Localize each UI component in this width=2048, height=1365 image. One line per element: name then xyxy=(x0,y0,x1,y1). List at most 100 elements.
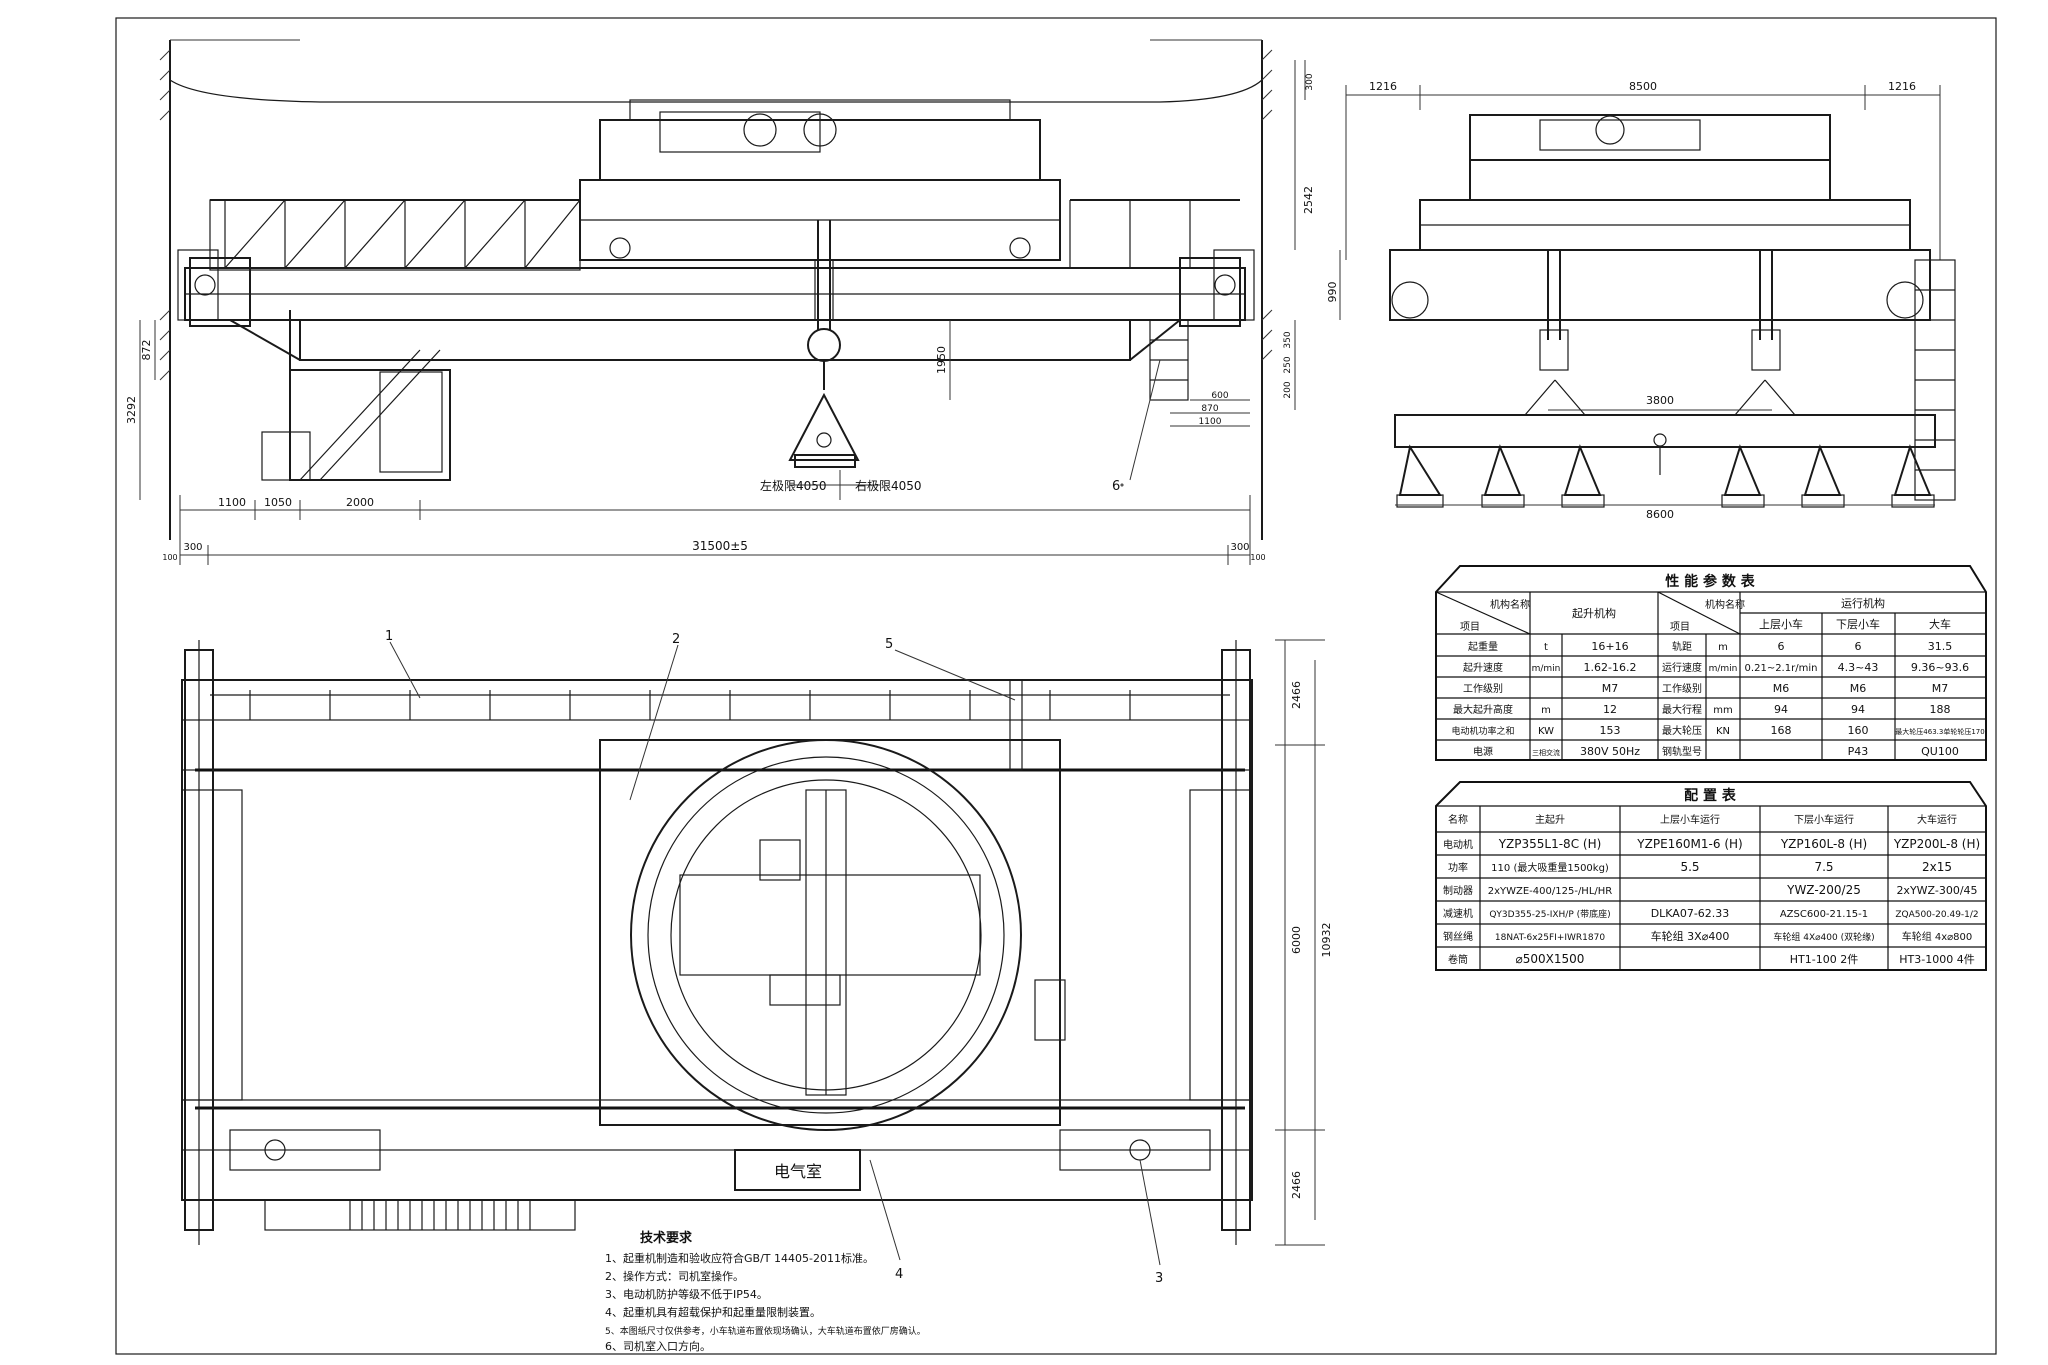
dim-870: 870 xyxy=(1201,404,1218,414)
perf-r1-v1: 1.62-16.2 xyxy=(1584,661,1637,674)
perf-r3-u2: mm xyxy=(1713,705,1732,716)
dim-side-3800: 3800 xyxy=(1646,394,1674,407)
dim-100-left: 100 xyxy=(162,553,177,562)
config-r0-c1: YZP355L1-8C (H) xyxy=(1498,837,1602,851)
dim-2542: 2542 xyxy=(1302,186,1315,214)
perf-r5-c: QU100 xyxy=(1921,745,1959,758)
config-title: 配 置 表 xyxy=(1684,787,1737,804)
perf-r3-c: 188 xyxy=(1930,703,1951,716)
perf-r4-a: 168 xyxy=(1771,724,1792,737)
config-r1-c2: 5.5 xyxy=(1680,860,1699,874)
tech-item-2: 2、操作方式：司机室操作。 xyxy=(605,1269,744,1283)
config-r3-c2: DLKA07-62.33 xyxy=(1651,907,1730,920)
perf-r0-c: 31.5 xyxy=(1928,640,1953,653)
performance-table: 性 能 参 数 表 机构名称 项目 起升机构 机构名称 项目 运行机构 上层小车… xyxy=(1435,565,1987,761)
perf-r4-c: 最大轮压463.3单轮轮压170 xyxy=(1895,727,1984,736)
config-r1-c1: 110 (最大吸重量1500kg) xyxy=(1491,861,1609,874)
perf-r2-b: M6 xyxy=(1850,682,1867,695)
perf-r1-u2: m/min xyxy=(1709,664,1738,674)
perf-r3-l1: 最大起升高度 xyxy=(1453,703,1513,716)
perf-r4-l2: 最大轮压 xyxy=(1662,724,1702,737)
perf-h-upper: 上层小车 xyxy=(1759,617,1803,631)
perf-r2-c: M7 xyxy=(1932,682,1949,695)
perf-h-bridge: 大车 xyxy=(1929,617,1951,631)
perf-r4-l1: 电动机功率之和 xyxy=(1451,725,1514,737)
perf-h-mech2: 机构名称 xyxy=(1705,598,1745,611)
dim-side-1216-left: 1216 xyxy=(1369,80,1397,93)
perf-r5-u1: 三相交流 xyxy=(1532,748,1560,757)
perf-r1-u1: m/min xyxy=(1532,664,1561,674)
dim-1050: 1050 xyxy=(264,496,292,509)
config-r0-c4: YZP200L-8 (H) xyxy=(1893,837,1980,851)
perf-r0-u1: t xyxy=(1544,642,1548,653)
perf-r3-b: 94 xyxy=(1851,703,1865,716)
perf-r2-v1: M7 xyxy=(1602,682,1619,695)
config-r0-c2: YZPE160M1-6 (H) xyxy=(1636,837,1742,851)
config-r2-c1: 2xYWZE-400/125-/HL/HR xyxy=(1488,886,1613,897)
tech-item-1: 1、起重机制造和验收应符合GB/T 14405-2011标准。 xyxy=(605,1251,874,1265)
perf-h-lower: 下层小车 xyxy=(1836,617,1880,631)
dim-350: 350 xyxy=(1283,331,1293,348)
config-r2-c4: 2xYWZ-300/45 xyxy=(1896,884,1977,897)
config-h4: 大车运行 xyxy=(1917,813,1957,826)
perf-r4-v1: 153 xyxy=(1600,724,1621,737)
config-r4-c1: 18NAT-6x25FI+IWR1870 xyxy=(1495,933,1605,943)
perf-r2-a: M6 xyxy=(1773,682,1790,695)
perf-r1-c: 9.36~93.6 xyxy=(1911,661,1969,674)
callout-3: 3 xyxy=(1155,1271,1163,1286)
electric-room-label: 电气室 xyxy=(774,1162,822,1181)
tech-item-4: 4、起重机具有超载保护和起重量限制装置。 xyxy=(605,1305,821,1319)
perf-title: 性 能 参 数 表 xyxy=(1665,573,1755,590)
config-r3-c4: ZQA500-20.49-1/2 xyxy=(1895,910,1978,920)
dim-300-left: 300 xyxy=(183,542,202,553)
tech-requirements: 技术要求 1、起重机制造和验收应符合GB/T 14405-2011标准。 2、操… xyxy=(605,1230,926,1353)
perf-h-item2: 项目 xyxy=(1670,621,1690,633)
front-elevation: 1100 1050 2000 31500±5 300 300 100 100 3… xyxy=(125,39,1315,565)
callout-6: 6 xyxy=(1112,479,1120,494)
dim-3292: 3292 xyxy=(125,396,138,424)
perf-r5-b: P43 xyxy=(1848,745,1869,758)
config-r4-c2: 车轮组 3X⌀400 xyxy=(1651,929,1730,943)
dim-plan-10932: 10932 xyxy=(1320,923,1333,958)
config-r2-c3: YWZ-200/25 xyxy=(1786,883,1861,897)
config-r3-name: 减速机 xyxy=(1443,907,1473,920)
tech-item-5: 5、本图纸尺寸仅供参考，小车轨道布置依现场确认，大车轨道布置依厂房确认。 xyxy=(605,1325,926,1337)
dim-1100: 1100 xyxy=(218,496,246,509)
config-r1-c4: 2x15 xyxy=(1922,860,1952,874)
dim-plan-2466-top: 2466 xyxy=(1290,681,1303,709)
perf-r0-v1: 16+16 xyxy=(1591,640,1628,653)
perf-h-hoist: 起升机构 xyxy=(1572,606,1616,620)
perf-r3-a: 94 xyxy=(1774,703,1788,716)
config-r5-c4: HT3-1000 4件 xyxy=(1899,953,1974,966)
dim-plan-6000: 6000 xyxy=(1290,926,1303,954)
perf-r3-l2: 最大行程 xyxy=(1662,703,1702,716)
perf-h-mech: 机构名称 xyxy=(1490,598,1530,611)
dim-span: 31500±5 xyxy=(692,539,748,553)
config-r4-c4: 车轮组 4x⌀800 xyxy=(1902,930,1973,943)
perf-r3-v1: 12 xyxy=(1603,703,1617,716)
config-r0-name: 电动机 xyxy=(1443,838,1473,851)
dim-2000: 2000 xyxy=(346,496,374,509)
perf-r1-l2: 运行速度 xyxy=(1662,661,1702,674)
config-table: 配 置 表 名称 主起升 上层小车运行 下层小车运行 大车运行 电动机 YZP3… xyxy=(1435,781,1987,971)
config-r4-name: 钢丝绳 xyxy=(1443,930,1473,943)
dim-100-right: 100 xyxy=(1250,553,1265,562)
tech-title: 技术要求 xyxy=(640,1230,693,1246)
plan-view: 电气室 1 2 5 4 3 2466 6000 10932 2466 xyxy=(181,629,1333,1286)
perf-r5-v1: 380V 50Hz xyxy=(1580,745,1640,758)
drawing-border xyxy=(115,17,1997,1355)
side-elevation: 1216 8500 1216 990 3800 8600 xyxy=(1326,80,1956,521)
dim-600: 600 xyxy=(1211,391,1228,401)
config-h2: 上层小车运行 xyxy=(1660,813,1720,826)
perf-r1-b: 4.3~43 xyxy=(1838,661,1879,674)
limit-left: 左极限4050 xyxy=(760,478,827,493)
perf-r3-u1: m xyxy=(1541,705,1551,716)
config-r5-c1: ⌀500X1500 xyxy=(1516,952,1585,966)
dim-1100b: 1100 xyxy=(1199,417,1222,427)
config-r4-c3: 车轮组 4X⌀400 (双轮缘) xyxy=(1773,931,1874,943)
limit-right: 右极限4050 xyxy=(855,478,922,493)
perf-h-travel: 运行机构 xyxy=(1841,596,1885,610)
perf-r0-u2: m xyxy=(1718,642,1728,653)
perf-r4-u2: KN xyxy=(1716,726,1730,737)
